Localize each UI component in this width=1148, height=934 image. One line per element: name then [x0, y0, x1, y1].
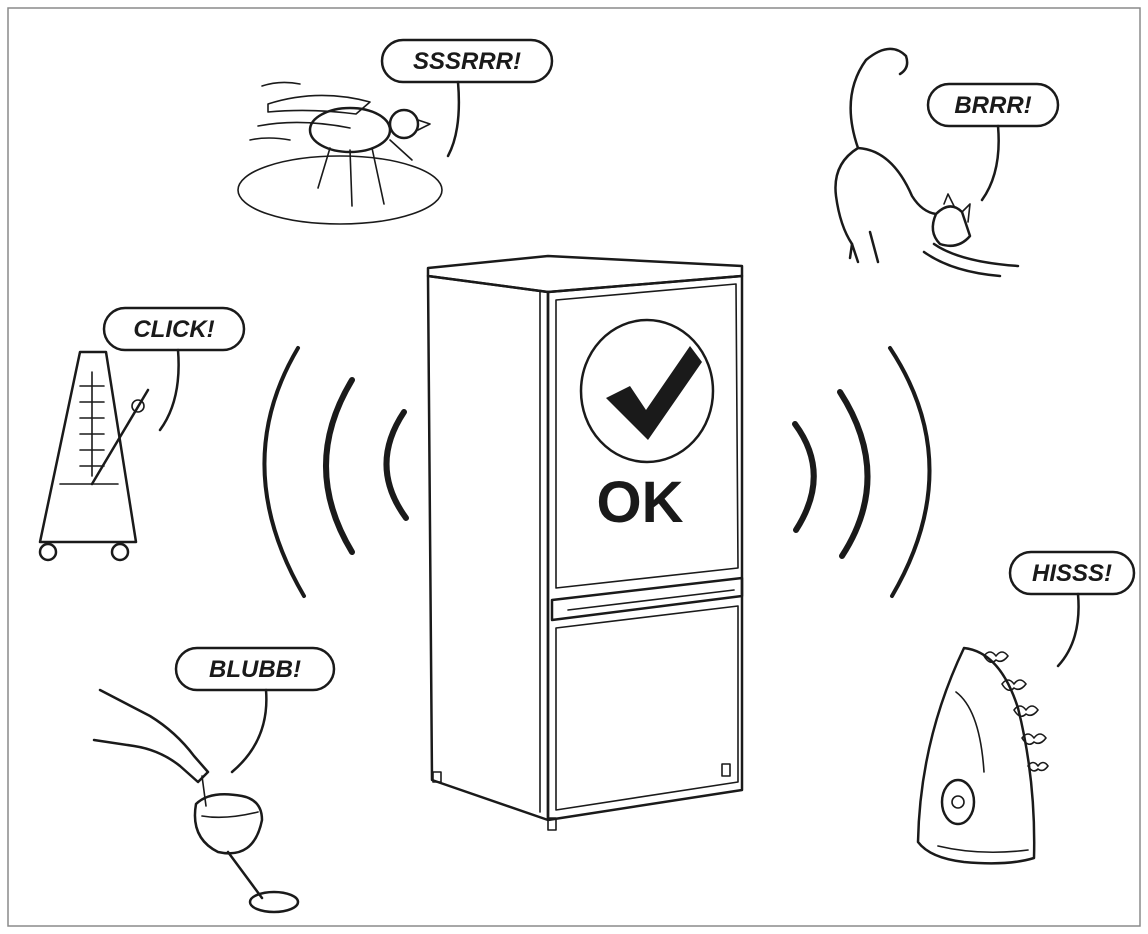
cat-speech-bubble: BRRR!	[926, 82, 1060, 202]
fly-speech-bubble: SSSRRR!	[380, 38, 554, 158]
wine-speech-bubble: BLUBB!	[174, 646, 336, 774]
cat-sound-label: BRRR!	[954, 92, 1031, 119]
wine-glass-icon	[193, 793, 300, 914]
metronome-icon	[38, 350, 150, 562]
fly-icon	[237, 81, 443, 225]
sound-waves-right	[792, 346, 932, 598]
wine-bottle-icon	[92, 688, 210, 807]
diagram-frame	[7, 7, 1141, 927]
fridge-status-label: OK	[597, 470, 684, 535]
iron-sound-label: HISSS!	[1032, 560, 1112, 587]
cat-icon	[834, 47, 1020, 278]
metronome-sound-label: CLICK!	[133, 316, 214, 343]
fridge	[426, 254, 744, 831]
checkmark-icon	[579, 318, 715, 464]
fly-sound-label: SSSRRR!	[413, 48, 521, 75]
steam-puffs	[983, 651, 1049, 772]
iron-speech-bubble: HISSS!	[1008, 550, 1136, 668]
metronome-speech-bubble: CLICK!	[102, 306, 246, 432]
sound-waves-left	[262, 346, 409, 598]
wine-sound-label: BLUBB!	[209, 656, 301, 683]
